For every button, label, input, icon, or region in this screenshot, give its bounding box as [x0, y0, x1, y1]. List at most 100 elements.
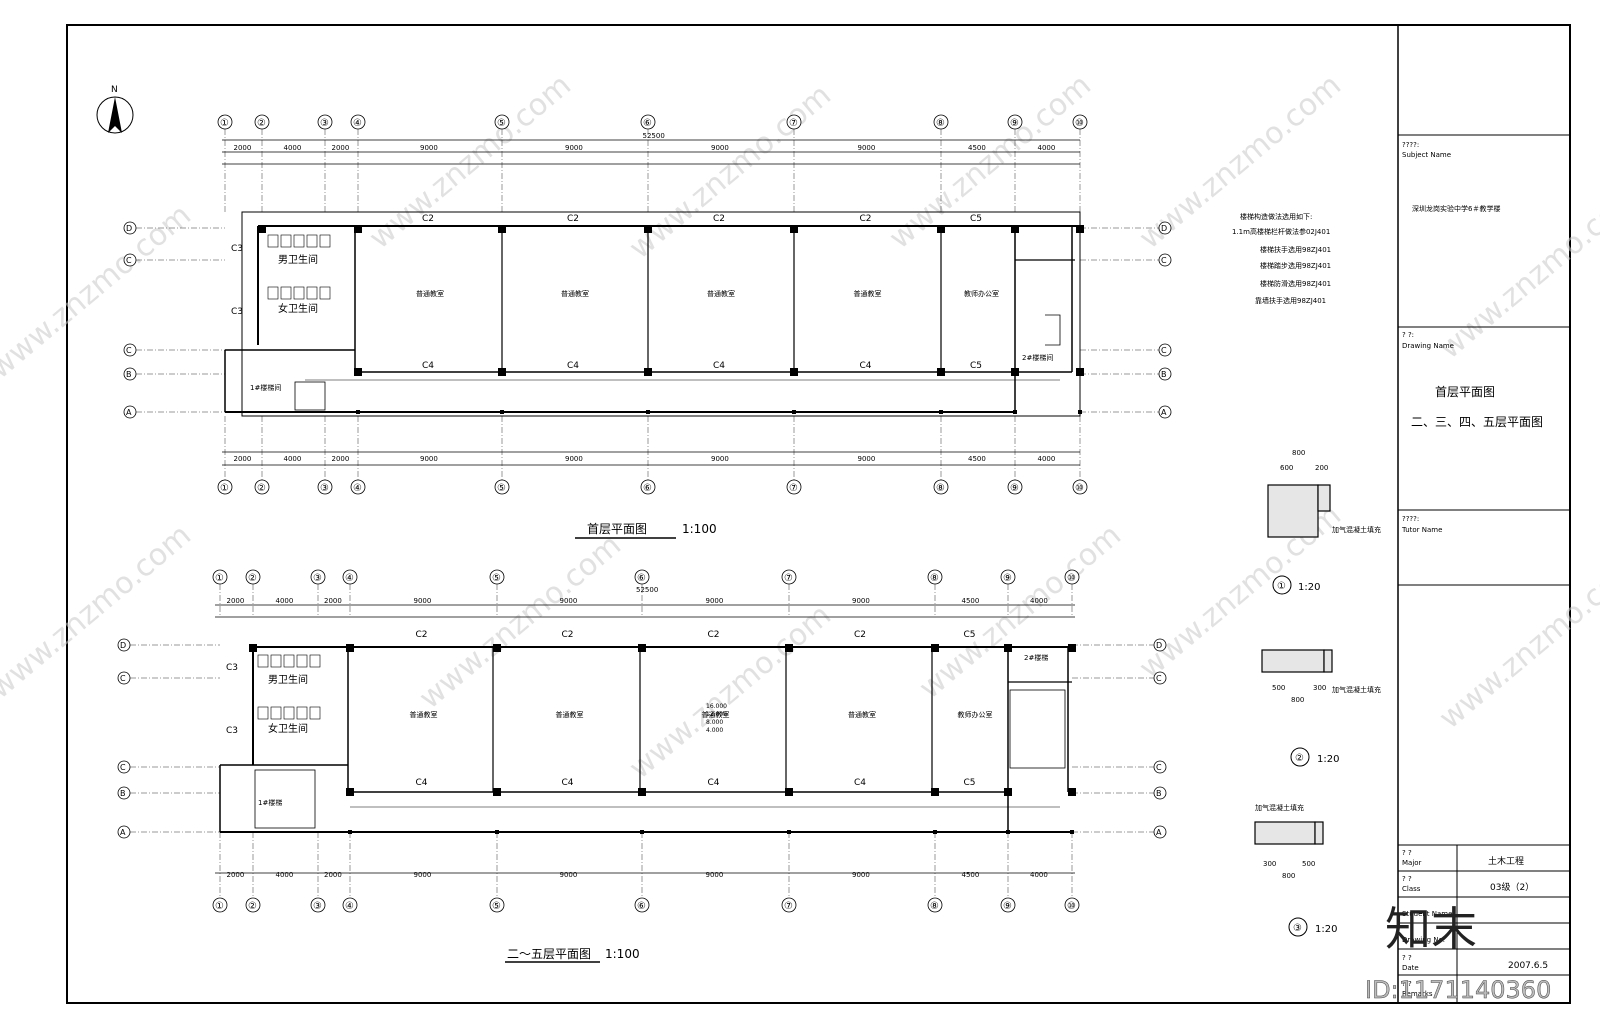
column [498, 225, 506, 233]
axis-label: ① [220, 118, 229, 129]
window-label: C2 [416, 630, 428, 640]
toilet-women-label: 女卫生间 [278, 302, 318, 315]
axis-label: ⑥ [637, 573, 646, 584]
bay-dimension: 9000 [711, 455, 729, 463]
axis-label: D [126, 224, 132, 233]
svg-text:200: 200 [1315, 464, 1328, 472]
svg-text:①: ① [1277, 581, 1286, 592]
svg-text:? ?:: ? ?: [1402, 331, 1414, 339]
svg-text:800: 800 [1282, 872, 1295, 880]
axis-label: ⑥ [643, 118, 652, 129]
window-label: C4 [567, 361, 579, 371]
svg-text:②: ② [1295, 753, 1304, 764]
legend-header: 楼梯构造做法选用如下: [1240, 212, 1312, 221]
axis-label: ① [215, 573, 224, 584]
watermark-text: www.znzmo.com [623, 78, 838, 267]
bay-dimension: 2000 [332, 455, 350, 463]
legend-item: 楼梯扶手选用98ZJ401 [1260, 245, 1331, 254]
svg-text:加气混凝土填充: 加气混凝土填充 [1332, 525, 1381, 534]
column [1011, 225, 1019, 233]
window-label: C2 [854, 630, 866, 640]
axis-label: ⑦ [784, 901, 793, 912]
elevation-mark: 4.000 [706, 727, 723, 734]
column [1068, 788, 1076, 796]
stair1-label: 1#楼梯间 [250, 383, 281, 392]
axis-label: ② [248, 573, 257, 584]
elevation-mark: 12.000 [706, 711, 727, 718]
window-label: C5 [970, 361, 982, 371]
svg-text:Student Name: Student Name [1402, 910, 1452, 918]
toilet-fixture [283, 654, 295, 668]
toilet-fixture [267, 234, 279, 248]
column [939, 410, 943, 414]
svg-text:Subject Name: Subject Name [1402, 151, 1451, 159]
bay-dimension: 9000 [414, 597, 432, 605]
column [937, 225, 945, 233]
column [1076, 225, 1084, 233]
elevation-mark: 16.000 [706, 703, 727, 710]
toilet-fixture [293, 234, 305, 248]
room-label: 教师办公室 [964, 289, 999, 298]
bay-dimension: 4000 [276, 871, 294, 879]
column [785, 788, 793, 796]
column [1013, 410, 1017, 414]
svg-text:加气混凝土填充: 加气混凝土填充 [1255, 803, 1304, 812]
axis-label: ⑤ [492, 901, 501, 912]
svg-text:????:: ????: [1402, 141, 1419, 149]
axis-label: ⑦ [784, 573, 793, 584]
bay-dimension: 9000 [420, 455, 438, 463]
column [1068, 644, 1076, 652]
legend-item: 楼梯防滑选用98ZJ401 [1260, 279, 1331, 288]
axis-label: ⑥ [637, 901, 646, 912]
axis-label: ⑧ [936, 118, 945, 129]
column [498, 368, 506, 376]
axis-label: ④ [345, 901, 354, 912]
window-label: C5 [970, 214, 982, 224]
axis-label: ⑤ [497, 483, 506, 494]
axis-label: ④ [353, 483, 362, 494]
window-label: C5 [964, 630, 976, 640]
upper-floor-labels: 2000200040004000200020009000900090009000… [226, 586, 1048, 879]
toilet-fixture [293, 286, 305, 300]
axis-label: A [1161, 408, 1167, 417]
detail-2: ② 1:20 500 300 800 加气混凝土填充 [1261, 649, 1381, 767]
svg-text:600: 600 [1280, 464, 1293, 472]
axis-label: C [1161, 346, 1167, 355]
plan1-title: 首层平面图 [587, 522, 647, 536]
stair2-label: 2#楼梯间 [1022, 353, 1053, 362]
bay-dimension: 2000 [324, 597, 342, 605]
axis-bubble [927, 897, 943, 913]
column [354, 225, 362, 233]
column [346, 644, 354, 652]
stair-legend: 楼梯构造做法选用如下: 1.1m高楼梯栏杆做法参02J401 楼梯扶手选用98Z… [1232, 212, 1331, 305]
axis-label: ⑦ [789, 118, 798, 129]
stair1-label: 1#楼梯 [258, 798, 282, 807]
column [790, 368, 798, 376]
watermark-text: www.znzmo.com [623, 598, 838, 787]
svg-text:Drawing Name: Drawing Name [1402, 342, 1454, 350]
room-label: 教师办公室 [958, 710, 993, 719]
axis-label: ⑨ [1010, 118, 1019, 129]
window-label: C4 [713, 361, 725, 371]
stair2-label: 2#楼梯 [1024, 653, 1048, 662]
legend-item: 楼梯踏步选用98ZJ401 [1260, 261, 1331, 270]
total-dimension: 52500 [636, 586, 658, 594]
svg-text:500: 500 [1302, 860, 1315, 868]
window-label: C4 [562, 778, 574, 788]
toilet-fixture [283, 706, 295, 720]
svg-text:1:20: 1:20 [1317, 754, 1339, 765]
legend-item: 1.1m高楼梯栏杆做法参02J401 [1232, 227, 1330, 236]
drawing-name-2: 二、三、四、五层平面图 [1411, 415, 1543, 429]
subject-value: 深圳龙岗实验中学6＃教学楼 [1412, 204, 1500, 213]
axis-label: B [120, 789, 126, 798]
axis-label: C [1156, 674, 1162, 683]
room-label: 普通教室 [556, 710, 584, 719]
bay-dimension: 9000 [706, 871, 724, 879]
bay-dimension: 2000 [234, 144, 252, 152]
axis-label: A [120, 828, 126, 837]
date-value: 2007.6.5 [1508, 961, 1548, 971]
column [646, 410, 650, 414]
toilet-fixture [280, 286, 292, 300]
window-label: C2 [860, 214, 872, 224]
room-label: 普通教室 [702, 710, 730, 719]
